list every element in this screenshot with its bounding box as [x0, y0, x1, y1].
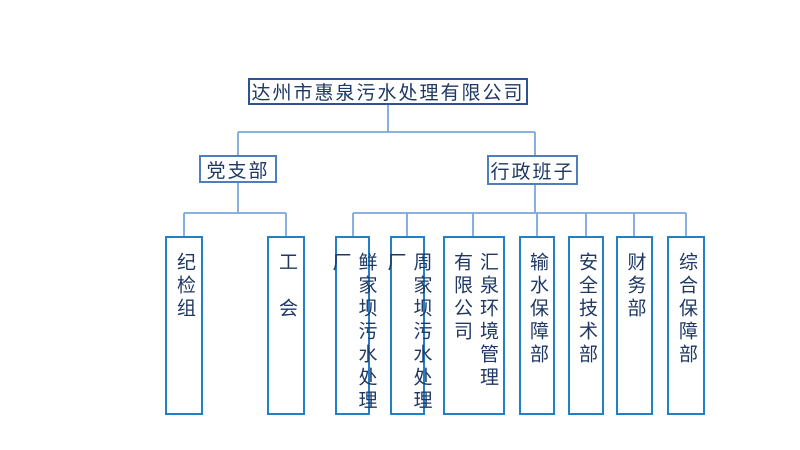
org-node-labor-union: 工 会	[267, 236, 305, 415]
org-node-general-support-dept: 综合保障部	[667, 236, 705, 415]
org-node-safety-tech-dept: 安全技术部	[568, 236, 604, 415]
org-node-huiquan-env-company: 汇泉环境管理 有限公司	[443, 236, 505, 415]
org-node-company-root: 达州市惠泉污水处理有限公司	[248, 78, 528, 105]
org-node-discipline-inspection: 纪检组	[165, 236, 203, 415]
org-node-xianjiaba-plant: 鲜家坝污水处理厂	[330, 236, 377, 415]
org-node-admin-team: 行政班子	[487, 155, 578, 185]
org-node-finance-dept: 财务部	[616, 236, 653, 415]
org-node-water-supply-dept: 输水保障部	[519, 236, 555, 415]
org-node-party-branch: 党支部	[199, 155, 277, 183]
org-node-zhoujiaba-plant: 周家坝污水处理厂	[385, 236, 432, 415]
